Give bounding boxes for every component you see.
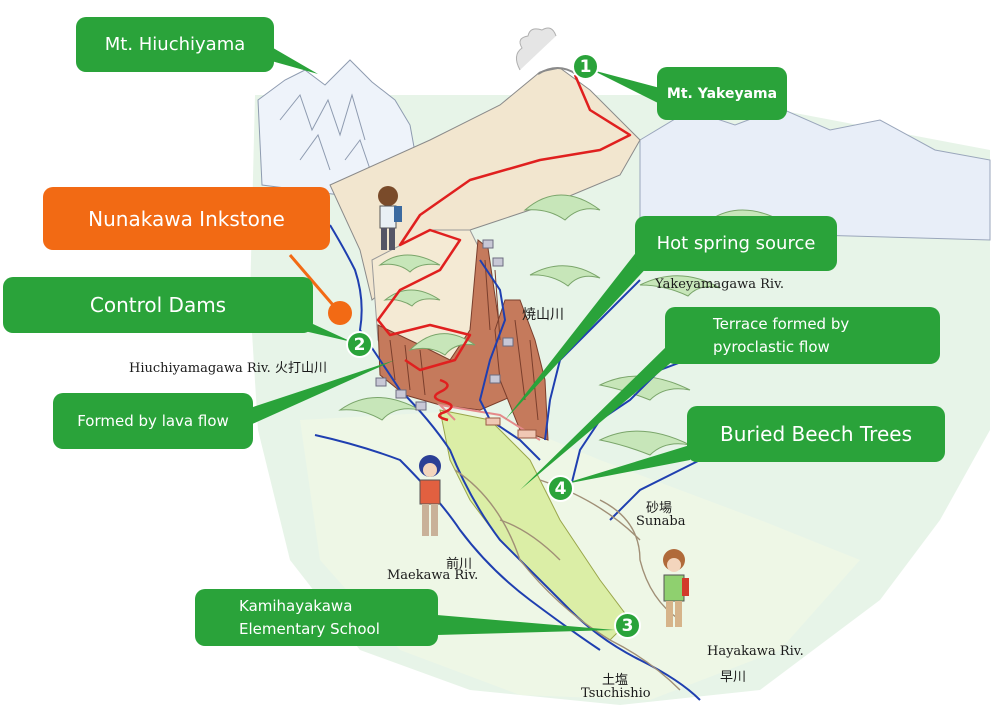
label-yakeyamagawa-jp: 焼山川	[522, 307, 564, 323]
hiker-figure-top	[378, 186, 402, 250]
label-tsuchishio-jp: 土塩	[602, 673, 629, 688]
callout-nunakawa-inkstone: Nunakawa Inkstone	[43, 187, 330, 250]
marker-1: 1	[572, 53, 599, 80]
label-hayakawa-riv: Hayakawa Riv.	[707, 644, 804, 659]
label-maekawa-riv: Maekawa Riv.	[387, 568, 479, 583]
label-sunaba-jp: 砂場	[646, 501, 673, 516]
terrace-line-1: Terrace formed by	[713, 314, 850, 333]
callout-pointers	[250, 45, 690, 635]
label-yakeyamagawa-riv: Yakeyamagawa Riv.	[655, 277, 785, 292]
callout-control-dams: Control Dams	[3, 277, 313, 333]
lava-trail-squiggle	[433, 378, 453, 422]
label-hayakawa-jp: 早川	[720, 670, 747, 685]
callout-buried-beech-trees: Buried Beech Trees	[687, 406, 945, 462]
callout-kamihayakawa-school: Kamihayakawa Elementary School	[195, 589, 438, 646]
nunakawa-inkstone-dot	[328, 301, 352, 325]
hiking-trail	[376, 74, 632, 372]
hiker-figure-middle	[419, 455, 441, 536]
terrace-line-2: pyroclastic flow	[713, 337, 830, 356]
school-line-1: Kamihayakawa	[239, 596, 353, 615]
lava-flow-ridges	[377, 239, 549, 441]
hiker-figure-bottom	[663, 549, 689, 627]
marker-2: 2	[346, 331, 373, 358]
callout-hot-spring-source: Hot spring source	[635, 216, 837, 271]
river-network	[314, 224, 761, 701]
marker-3: 3	[614, 612, 641, 639]
label-sunaba: Sunaba	[636, 514, 686, 529]
mt-yakeyama-right-range	[639, 107, 991, 241]
school-line-2: Elementary School	[239, 619, 380, 638]
callout-formed-by-lava-flow: Formed by lava flow	[53, 393, 253, 449]
callout-terrace-pyroclastic-flow: Terrace formed by pyroclastic flow	[665, 307, 940, 364]
control-dam-markers	[375, 239, 514, 411]
nunakawa-pointer	[288, 254, 335, 306]
callout-mt-hiuchiyama: Mt. Hiuchiyama	[76, 17, 274, 72]
label-hiuchiyamagawa: Hiuchiyamagawa Riv. 火打山川	[129, 361, 327, 376]
label-maekawa-jp: 前川	[446, 557, 473, 572]
label-tsuchishio: Tsuchishio	[581, 686, 651, 701]
marker-4: 4	[547, 475, 574, 502]
callout-mt-yakeyama: Mt. Yakeyama	[657, 67, 787, 120]
